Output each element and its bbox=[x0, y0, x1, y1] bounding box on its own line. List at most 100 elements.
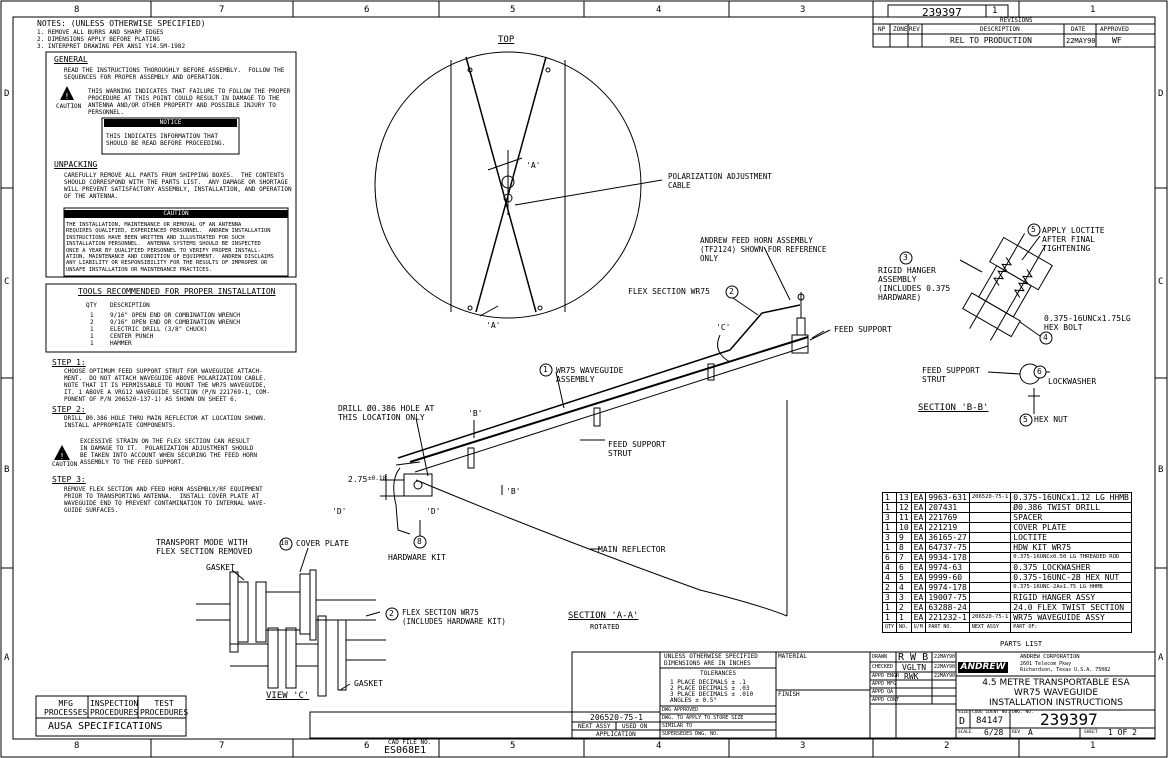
zone-5-top: 5 bbox=[510, 5, 516, 15]
tol-line2: 2 PLACE DECIMALS ± .03 bbox=[670, 685, 750, 692]
parts-cell: RIGID HANGER ASSY bbox=[1010, 592, 1132, 603]
svg-text:!: ! bbox=[65, 92, 68, 101]
tb-sheet: 1 OF 2 bbox=[1108, 728, 1137, 737]
zone-5-bottom: 5 bbox=[510, 741, 516, 751]
tb-code-label: CODE IDENT NO. bbox=[972, 710, 1010, 715]
tol-head2: DIMENSIONS ARE IN INCHES bbox=[664, 660, 751, 667]
parts-cell bbox=[968, 512, 1012, 523]
zone-3-bottom: 3 bbox=[800, 741, 806, 751]
general-caution-label: CAUTION bbox=[56, 103, 82, 110]
signoff-date: 22MAY90 bbox=[934, 654, 956, 660]
parts-cell: 4 bbox=[896, 582, 912, 593]
spec-test: TEST PROCEDURES bbox=[140, 699, 189, 717]
parts-cell: EA bbox=[910, 582, 927, 593]
parts-cell: EA bbox=[910, 532, 927, 543]
balloon-2: 2 bbox=[729, 287, 734, 296]
parts-cell: EA bbox=[910, 502, 927, 513]
callout-hex-bolt: 0.375-16UNCx1.75LG HEX BOLT bbox=[1044, 314, 1131, 332]
balloon-5b: 5 bbox=[1023, 415, 1028, 424]
signoff-checked-date: 22MAY90 bbox=[934, 664, 956, 670]
parts-cell: 7 bbox=[896, 552, 912, 563]
parts-cell: WR75 WAVEGUIDE ASSY bbox=[1010, 612, 1132, 623]
application-label: APPLICATION bbox=[596, 731, 636, 738]
tools-col-qty: QTY bbox=[86, 302, 97, 309]
signoff-row-drawn: DRAWN bbox=[872, 654, 888, 660]
rev-col-zone: ZONE bbox=[893, 26, 908, 33]
tol-row3: SIMILAR TO bbox=[662, 723, 693, 729]
section-aa-sub: ROTATED bbox=[590, 623, 620, 631]
rev-date: 22MAY90 bbox=[1066, 37, 1096, 45]
parts-cell: 19007-75 bbox=[925, 592, 970, 603]
balloon-4: 4 bbox=[1043, 333, 1048, 342]
parts-cell: COVER PLATE bbox=[1010, 522, 1132, 533]
parts-cell: 9974-178 bbox=[925, 582, 970, 593]
section-aa-label: SECTION 'A-A' bbox=[568, 611, 639, 621]
dim-value: 2.75 bbox=[348, 475, 368, 484]
section-b-mark-bottom: 'B' bbox=[506, 487, 521, 496]
step2-caution-text: EXCESSIVE STRAIN ON THE FLEX SECTION CAN… bbox=[80, 438, 258, 466]
parts-cell: 64737-75 bbox=[925, 542, 970, 553]
parts-cell: 3 bbox=[881, 592, 898, 603]
view-c-mark: 'C' bbox=[716, 323, 731, 332]
signoff-row-checked: CHECKED bbox=[872, 664, 894, 670]
callout-loctite: APPLY LOCTITE AFTER FINAL TIGHTENING bbox=[1042, 226, 1105, 253]
balloon-5a: 5 bbox=[1031, 225, 1036, 234]
parts-cell: EA bbox=[910, 572, 927, 583]
view-c-label: VIEW 'C' bbox=[266, 691, 310, 701]
zone-d-right: D bbox=[1158, 89, 1164, 99]
parts-cell: 9974-63 bbox=[925, 562, 970, 573]
tool-description: 9/16" OPEN END OR COMBINATION WRENCH bbox=[110, 312, 241, 319]
callout-lockwasher: LOCKWASHER bbox=[1048, 377, 1097, 386]
parts-cell: 3 bbox=[896, 592, 912, 603]
tol-line3: 3 PLACE DECIMALS ± .010 bbox=[670, 691, 754, 698]
parts-footer-cell: QTY bbox=[881, 622, 898, 633]
tool-qty: 1 bbox=[90, 340, 94, 347]
tol-line1: 1 PLACE DECIMALS ± .1 bbox=[670, 679, 746, 686]
revisions-title: REVISIONS bbox=[1000, 17, 1033, 24]
zone-8-top: 8 bbox=[74, 5, 80, 15]
tb-sheet-label: SHEET bbox=[1084, 730, 1098, 735]
tool-qty: 1 bbox=[90, 312, 94, 319]
parts-cell: EA bbox=[910, 492, 927, 503]
parts-cell: EA bbox=[910, 552, 927, 563]
parts-cell bbox=[968, 572, 1012, 583]
rev-desc: REL TO PRODUCTION bbox=[950, 36, 1032, 45]
parts-cell: 1 bbox=[881, 502, 898, 513]
zone-3-top: 3 bbox=[800, 5, 806, 15]
spec-ausa: AUSA SPECIFICATIONS bbox=[48, 721, 163, 732]
zone-6-top: 6 bbox=[364, 5, 370, 15]
parts-cell: Ø0.386 TWIST DRILL bbox=[1010, 502, 1132, 513]
parts-cell: 4 bbox=[881, 572, 898, 583]
parts-cell bbox=[968, 592, 1012, 603]
parts-cell: 221232-1 bbox=[925, 612, 970, 623]
parts-cell: HDW KIT WR75 bbox=[1010, 542, 1132, 553]
notice-label: NOTICE bbox=[104, 119, 237, 127]
tol-row1: DWG APPROVED bbox=[662, 707, 699, 713]
spec-mfg: MFG PROCESSES bbox=[44, 699, 88, 717]
parts-cell: 0.375-16UNC-2B HEX NUT bbox=[1010, 572, 1132, 583]
zone-2-bottom: 2 bbox=[944, 741, 950, 751]
parts-cell: 207431 bbox=[925, 502, 970, 513]
unpacking-caution-text: THE INSTALLATION, MAINTENANCE OR REMOVAL… bbox=[66, 222, 274, 273]
tb-rev: A bbox=[1028, 728, 1033, 737]
view-top-label: TOP bbox=[498, 35, 515, 45]
zone-4-bottom: 4 bbox=[656, 741, 662, 751]
parts-cell: 5 bbox=[896, 572, 912, 583]
step1-heading: STEP 1: bbox=[52, 358, 86, 367]
tb-size-label: SIZE bbox=[958, 710, 969, 715]
parts-cell: 8 bbox=[896, 542, 912, 553]
parts-cell bbox=[968, 602, 1012, 613]
general-caution-text: THIS WARNING INDICATES THAT FAILURE TO F… bbox=[88, 88, 291, 116]
parts-cell: 0.375-16UNCx0.50 LG THREADED ROD bbox=[1010, 552, 1132, 563]
rev-approved: WF bbox=[1112, 36, 1122, 45]
rev-col-rev: REV bbox=[909, 26, 920, 33]
parts-footer-cell: PART OF: bbox=[1010, 622, 1132, 633]
parts-cell: 13 bbox=[896, 492, 912, 503]
